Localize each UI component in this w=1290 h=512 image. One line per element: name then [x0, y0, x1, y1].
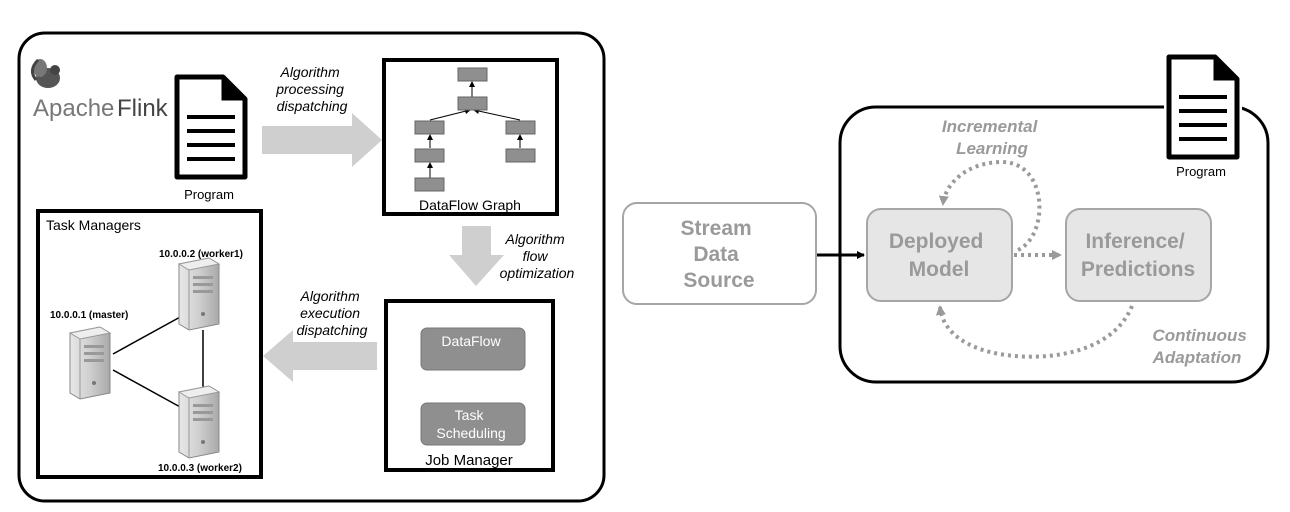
master-label: 10.0.0.1 (master) [50, 310, 128, 321]
continuous-adaptation-label: Continuous Adaptation [1152, 326, 1252, 367]
dataflow-graph-box [382, 58, 559, 216]
incremental-learning-loop [938, 159, 1042, 252]
inference-box [1065, 208, 1212, 302]
program-document-icon [177, 77, 245, 177]
graph-node [414, 177, 445, 192]
dataflow-graph-nodes [414, 67, 536, 192]
dispatch-arrow-label: Algorithm processing dispatching [275, 64, 348, 114]
stream-panel-frame [838, 105, 1270, 384]
optimize-arrow [449, 226, 504, 286]
execution-arrow-label: Algorithm execution dispatching [297, 288, 368, 338]
task-scheduling-label: Task Scheduling [436, 407, 505, 441]
graph-node [505, 148, 536, 163]
dataflow-block [420, 327, 526, 371]
task-scheduling-block [420, 402, 526, 446]
incremental-learning-label: Incremental Learning [942, 117, 1042, 158]
flink-logo-apache: Apache [33, 95, 114, 122]
stream-program-label: Program [1176, 164, 1226, 179]
graph-node [457, 67, 488, 82]
stream-data-source-label: Stream Data Source [680, 217, 757, 292]
deployed-model-label: Deployed Model [889, 230, 989, 281]
optimize-arrow-label: Algorithm flow optimization [500, 231, 575, 281]
flink-squirrel-icon [31, 58, 60, 88]
network-link [112, 315, 183, 355]
graph-node [505, 120, 536, 135]
task-managers-title: Task Managers [46, 217, 141, 233]
graph-node [457, 96, 488, 111]
stream-data-source-box [622, 202, 817, 305]
continuous-adaptation-loop [935, 305, 1134, 359]
worker2-label: 10.0.0.3 (worker2) [158, 463, 242, 474]
worker1-server-icon [178, 257, 220, 331]
worker1-label: 10.0.0.2 (worker1) [159, 249, 243, 260]
network-link [112, 369, 183, 409]
graph-node [414, 148, 445, 163]
job-manager-title: Job Manager [425, 452, 513, 469]
dispatch-arrow [262, 113, 382, 167]
flink-program-label: Program [184, 187, 234, 202]
dataflow-block-label: DataFlow [441, 333, 501, 349]
execution-arrow [263, 330, 377, 382]
stream-program-document-icon [1164, 57, 1242, 161]
inference-label: Inference/ Predictions [1081, 230, 1195, 281]
graph-node [414, 120, 445, 135]
worker2-server-icon [178, 385, 220, 459]
deployed-model-box [866, 208, 1013, 302]
flink-logo-flink: Flink [117, 95, 169, 122]
dataflow-graph-label: DataFlow Graph [419, 197, 521, 213]
flink-panel-frame [17, 31, 606, 503]
master-server-icon [69, 326, 111, 400]
